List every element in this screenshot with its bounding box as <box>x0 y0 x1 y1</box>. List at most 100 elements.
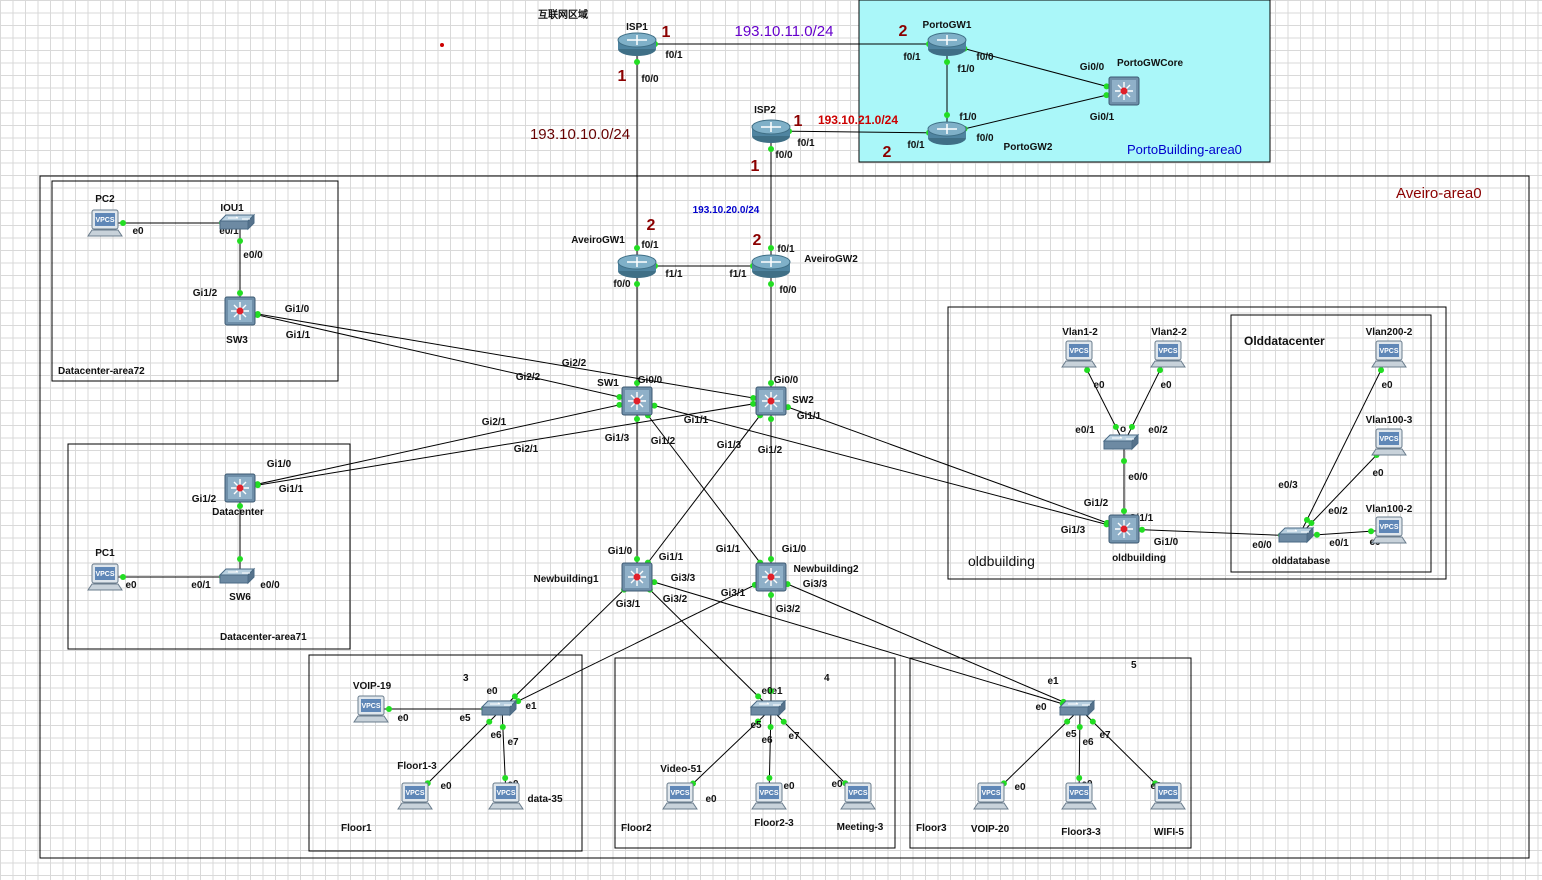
link-oldbuilding-olddatabase[interactable] <box>1123 528 1300 537</box>
node-olddatabase[interactable]: olddatabase <box>1272 526 1331 567</box>
node-F1SW[interactable] <box>480 699 518 717</box>
interface-label: Gi1/1 <box>659 552 684 563</box>
link-F1SW-data35[interactable] <box>501 708 507 797</box>
port-dot <box>499 723 506 730</box>
node-SW2[interactable]: SW2 <box>755 386 814 416</box>
port-dot <box>634 59 640 65</box>
link-SW3-SW1[interactable] <box>239 310 638 402</box>
link-Newbuilding2-F3SW[interactable] <box>770 576 1081 710</box>
node-AveiroGW1[interactable]: AveiroGW1 <box>571 235 657 278</box>
node-ISP2[interactable]: ISP2 <box>751 105 791 143</box>
link-Newbuilding2-F1SW[interactable] <box>501 576 772 710</box>
link-side-number: 1 <box>618 68 627 85</box>
node-Datacenter[interactable]: Datacenter <box>212 473 264 518</box>
port-dot <box>1138 526 1145 533</box>
link-SW1-oldbuilding[interactable] <box>636 400 1125 530</box>
link-olddatabase-Vlan1003[interactable] <box>1298 441 1390 537</box>
node-SW3[interactable]: SW3 <box>224 296 256 346</box>
link-SW3-SW2[interactable] <box>239 310 772 402</box>
node-SW1[interactable]: SW1 <box>597 378 653 416</box>
area-label-dc71: Datacenter-area71 <box>220 632 307 643</box>
interface-label: e6 <box>490 730 502 741</box>
link-side-number: 2 <box>899 23 908 40</box>
port-dot <box>754 718 761 725</box>
node-IOU1[interactable]: IOU1 <box>218 203 256 231</box>
interface-label: Gi1/1 <box>716 544 741 555</box>
link-PortoGW1-PortoGWCore[interactable] <box>946 43 1125 92</box>
node-F3SW[interactable] <box>1058 699 1096 717</box>
port-dot <box>634 281 640 287</box>
port-dot <box>1076 775 1083 782</box>
node-oldSW[interactable]: o <box>1102 424 1140 451</box>
interface-label: e0 <box>132 226 144 237</box>
link-F3SW-Floor33[interactable] <box>1078 708 1081 797</box>
node-Vlan1003[interactable]: VPCS Vlan100-3 <box>1366 415 1413 456</box>
port-dot <box>1121 508 1127 514</box>
node-PortoGW2[interactable]: PortoGW2 <box>927 121 1053 153</box>
link-Newbuilding1-F2SW[interactable] <box>636 576 772 710</box>
area-label-olddc: Olddatacenter <box>1244 334 1325 348</box>
port-dot <box>237 503 243 509</box>
interface-label: e0 <box>761 686 773 697</box>
node-label: Newbuilding1 <box>534 574 599 585</box>
link-Newbuilding1-F1SW[interactable] <box>501 576 638 710</box>
svg-text:VPCS: VPCS <box>496 790 515 797</box>
svg-text:VPCS: VPCS <box>1069 790 1088 797</box>
node-label: ISP1 <box>626 22 648 33</box>
switch-icon <box>218 567 256 585</box>
svg-text:VPCS: VPCS <box>1379 436 1398 443</box>
link-Datacenter-SW2[interactable] <box>239 400 772 489</box>
interface-label: Gi1/0 <box>285 304 310 315</box>
interface-label: Gi3/1 <box>616 599 641 610</box>
port-dot <box>386 706 392 712</box>
interface-label: e6 <box>1082 737 1094 748</box>
interface-label: e0 <box>705 794 717 805</box>
link-SW2-oldbuilding[interactable] <box>770 400 1125 530</box>
link-Newbuilding1-F3SW[interactable] <box>636 576 1081 710</box>
port-dot <box>651 579 658 586</box>
node-Newbuilding2[interactable]: Newbuilding2 <box>755 562 859 592</box>
node-label: Vlan100-3 <box>1366 415 1413 426</box>
link-PortoGW2-PortoGWCore[interactable] <box>946 90 1125 134</box>
link-olddatabase-Vlan2002[interactable] <box>1298 353 1390 537</box>
switch-icon <box>480 699 518 717</box>
node-ISP1[interactable]: ISP1 <box>617 22 657 56</box>
node-Newbuilding1[interactable]: Newbuilding1 <box>534 562 653 592</box>
node-PortoGWCore[interactable]: PortoGWCore <box>1108 58 1183 106</box>
link-Datacenter-SW1[interactable] <box>239 400 638 489</box>
interface-label: Gi1/2 <box>1084 498 1109 509</box>
port-dot <box>780 718 787 725</box>
port-dot <box>767 723 774 730</box>
node-label: Floor1-3 <box>397 761 437 772</box>
svg-text:VPCS: VPCS <box>670 790 689 797</box>
node-label: Vlan1-2 <box>1062 327 1098 338</box>
interface-label: Gi0/1 <box>1090 112 1115 123</box>
link-side-number: 1 <box>751 158 760 175</box>
node-oldbuilding[interactable]: oldbuilding <box>1108 514 1166 564</box>
node-SW6[interactable]: SW6 <box>218 567 256 603</box>
link-F2SW-Floor23[interactable] <box>768 708 772 797</box>
link-ISP2-PortoGW2[interactable] <box>770 130 948 134</box>
node-F2SW[interactable] <box>749 699 787 717</box>
node-AveiroGW2[interactable]: AveiroGW2 <box>751 254 858 278</box>
port-dot <box>1103 92 1110 99</box>
area-aveiro <box>39 175 1530 859</box>
node-PortoGW1[interactable]: PortoGW1 <box>923 20 972 56</box>
